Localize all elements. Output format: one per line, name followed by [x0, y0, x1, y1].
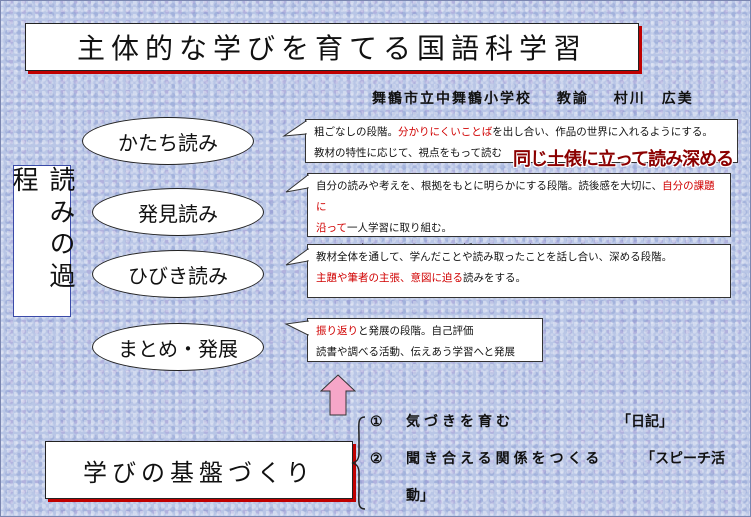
point-tag: 「スピーチ活 — [641, 451, 725, 467]
stage-desc-line: 教材全体を通して、学んだことや読み取ったことを話し合い、深める段階。 — [316, 247, 722, 268]
desc-text: 読書や調べる活動、伝えあう学習へと発展 — [316, 346, 515, 358]
point-number: ② — [370, 451, 383, 467]
highlight-text: 分かりにくいことば — [398, 126, 493, 138]
up-arrow-icon — [320, 374, 356, 416]
desc-text: と発展の段階。自己評価 — [358, 325, 474, 337]
point-title: 気づきを育む — [406, 414, 514, 430]
stage-callout-katachi: 粗ごなしの段階。分かりにくいことばを出し合い、作品の世界に入れるようにする。 教… — [282, 119, 738, 164]
point-tag-continued: 動」 — [406, 488, 434, 504]
desc-text: 教材全体を通して、学んだことや読み取ったことを話し合い、深める段階。 — [316, 251, 673, 263]
point-tag: 「日記」 — [617, 414, 673, 430]
foundation-points: ① 気づきを育む 「日記」 ② 聞き合える関係をつくる 「スピーチ活 動」 — [370, 404, 745, 515]
stage-desc-line: 振り返りと発展の段階。自己評価 — [316, 321, 534, 342]
desc-text: 粗ごなしの段階。 — [314, 126, 398, 138]
stage-label: ひびき読み — [128, 263, 228, 288]
point-item: ② 聞き合える関係をつくる 「スピーチ活 — [370, 441, 745, 478]
stage-label: まとめ・発展 — [118, 336, 238, 361]
stage-oval-matome: まとめ・発展 — [92, 323, 264, 371]
foundation-title: 学びの基盤づくり — [45, 441, 353, 499]
highlight-text: 主題や筆者の主張、意図に迫る — [316, 272, 463, 284]
desc-text: 一人学習に取り組む。 — [346, 222, 452, 234]
point-item: ① 気づきを育む 「日記」 — [370, 404, 745, 441]
desc-text: を出し合い、作品の世界に入れるようにする。 — [492, 126, 713, 138]
motto-text: 同じ土俵に立って読み深める — [513, 149, 734, 170]
callout-pointer — [285, 248, 309, 266]
stage-desc-line: 粗ごなしの段階。分かりにくいことばを出し合い、作品の世界に入れるようにする。 — [314, 122, 729, 143]
stage-label: 発見読み — [138, 201, 218, 226]
stage-label: かたち読み — [118, 130, 218, 155]
callout-pointer — [282, 120, 307, 137]
stage-desc-line: 読書や調べる活動、伝えあう学習へと発展 — [316, 342, 534, 363]
stage-oval-hibiki: ひびき読み — [92, 250, 264, 298]
author-name: 村川 広美 — [613, 91, 694, 107]
stage-desc-line: 自分の読みや考えを、根拠をもとに明らかにする段階。読後感を大切に、自分の課題に — [316, 176, 722, 218]
desc-text: 読みをする。 — [463, 272, 526, 284]
brace-icon — [351, 416, 366, 510]
stage-callout-matome: 振り返りと発展の段階。自己評価 読書や調べる活動、伝えあう学習へと発展 — [284, 318, 543, 363]
callout-pointer — [284, 320, 309, 336]
point-item-cont: 動」 — [370, 478, 745, 515]
callout-pointer — [285, 173, 309, 193]
stage-desc-line: 教材の特性に応じて、視点をもって読む — [314, 143, 729, 164]
stage-desc-line: 沿って一人学習に取り組む。 — [316, 218, 722, 239]
highlight-text: 自分の課題に — [316, 180, 715, 213]
stage-oval-hakken: 発見読み — [92, 188, 264, 236]
stage-desc-line: 主題や筆者の主張、意図に迫る読みをする。 — [316, 268, 722, 289]
process-label-box: 読みの過程 — [8, 165, 75, 317]
highlight-text: 振り返り — [316, 325, 358, 337]
author-line: 舞鶴市立中舞鶴小学校 教諭 村川 広美 — [372, 88, 712, 108]
highlight-text: 沿って — [316, 222, 347, 234]
stage-callout-hakken: 自分の読みや考えを、根拠をもとに明らかにする段階。読後感を大切に、自分の課題に … — [285, 173, 731, 255]
stage-callout-hibiki: 教材全体を通して、学んだことや読み取ったことを話し合い、深める段階。 主題や筆者… — [285, 244, 731, 298]
point-title: 聞き合える関係をつくる — [406, 451, 604, 467]
author-role: 教諭 — [556, 91, 589, 107]
stage-oval-katachi: かたち読み — [82, 117, 254, 165]
page-title: 主体的な学びを育てる国語科学習 — [25, 23, 639, 71]
process-label: 読みの過程 — [8, 166, 75, 294]
author-school: 舞鶴市立中舞鶴小学校 — [372, 91, 532, 107]
desc-text: 教材の特性に応じて、視点をもって読む — [314, 147, 502, 159]
point-number: ① — [370, 414, 383, 430]
desc-text: 自分の読みや考えを、根拠をもとに明らかにする段階。読後感を大切に、 — [316, 180, 663, 192]
